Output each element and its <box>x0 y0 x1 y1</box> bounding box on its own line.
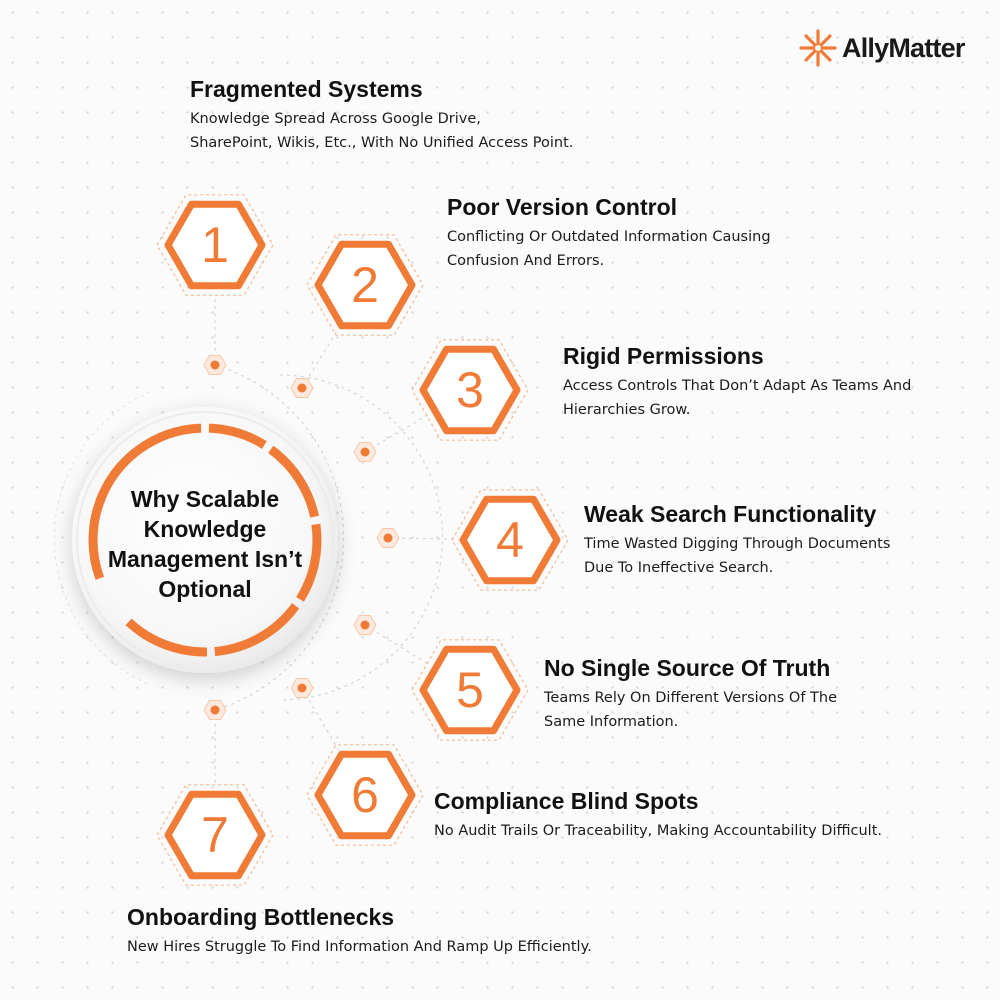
hexagon-number: 3 <box>456 362 484 418</box>
item-description: Conflicting Or Outdated Information Caus… <box>447 225 771 273</box>
connector-node <box>290 678 314 698</box>
hexagon-marker-1: 1 <box>156 194 274 296</box>
item-onboarding-bottlenecks: Onboarding Bottlenecks New Hires Struggl… <box>127 903 592 959</box>
item-rigid-permissions: Rigid Permissions Access Controls That D… <box>563 342 911 422</box>
brand-name: AllyMatter <box>842 32 965 63</box>
item-description: Knowledge Spread Across Google Drive, Sh… <box>190 107 573 155</box>
hexagon-number: 2 <box>351 257 379 313</box>
item-fragmented-systems: Fragmented Systems Knowledge Spread Acro… <box>190 75 573 155</box>
brand-logo: AllyMatter <box>798 28 965 68</box>
connector-line <box>301 687 341 753</box>
item-poor-version-control: Poor Version Control Conflicting Or Outd… <box>447 193 771 273</box>
connector-line <box>364 624 428 665</box>
item-description-line: Due To Ineffective Search. <box>584 560 774 576</box>
connector-lines <box>214 295 461 785</box>
ring-segment <box>208 423 267 449</box>
hexagon-marker-2: 2 <box>306 234 424 336</box>
item-description: No Audit Trails Or Traceability, Making … <box>434 819 882 843</box>
hexagon-marker-6: 6 <box>306 744 424 846</box>
item-description-line: Same Information. <box>544 714 679 730</box>
ring-segment <box>125 618 208 657</box>
center-orange-ring <box>88 423 322 657</box>
connector-node <box>290 378 314 398</box>
hexagon-marker-4: 4 <box>451 489 569 591</box>
connector-node <box>203 355 227 375</box>
item-description-line: Hierarchies Grow. <box>563 402 691 418</box>
item-title: Weak Search Functionality <box>584 501 877 527</box>
item-description-line: Time Wasted Digging Through Documents <box>584 536 891 552</box>
hexagon-number: 4 <box>496 512 524 568</box>
hexagon-number: 7 <box>201 807 229 863</box>
left-dashed-arc <box>53 391 151 686</box>
hexagon-marker-7: 7 <box>156 784 274 886</box>
item-title: Rigid Permissions <box>563 343 764 369</box>
connector-node <box>353 615 377 635</box>
ring-segment <box>88 490 108 580</box>
item-description: Time Wasted Digging Through Documents Du… <box>584 532 890 580</box>
ring-segment <box>214 603 300 657</box>
item-description-line: Confusion And Errors. <box>447 253 605 269</box>
item-description-line: Conflicting Or Outdated Information Caus… <box>447 229 771 245</box>
hexagon-markers: 1 2 3 4 5 6 7 <box>156 194 569 886</box>
hexagon-number: 1 <box>201 217 229 273</box>
center-disc <box>72 407 338 673</box>
inner-dashed-arc <box>279 374 444 701</box>
connector-node <box>353 442 377 462</box>
center-title-line: Management Isn’t <box>107 546 303 572</box>
item-description-line: Teams Rely On Different Versions Of The <box>544 690 837 706</box>
item-description-line: Access Controls That Don’t Adapt As Team… <box>563 378 912 394</box>
item-no-single-source-of-truth: No Single Source Of Truth Teams Rely On … <box>544 654 837 734</box>
ring-segment <box>296 523 322 602</box>
item-description-line: Knowledge Spread Across Google Drive, <box>190 111 481 127</box>
connector-line <box>364 414 428 453</box>
item-description-line: No Audit Trails Or Traceability, Making … <box>434 823 882 839</box>
connector-line <box>387 537 461 540</box>
connector-nodes <box>203 355 400 720</box>
center-title-line: Knowledge <box>143 516 267 542</box>
item-title: Onboarding Bottlenecks <box>127 904 395 930</box>
item-description-line: New Hires Struggle To Find Information A… <box>127 939 592 955</box>
center-title: Why Scalable Knowledge Management Isn’t … <box>90 484 320 604</box>
item-title: Compliance Blind Spots <box>434 788 699 814</box>
ring-segment <box>268 445 320 518</box>
starburst-icon <box>799 29 837 67</box>
item-weak-search-functionality: Weak Search Functionality Time Wasted Di… <box>584 500 890 580</box>
hexagon-marker-3: 3 <box>411 339 529 441</box>
center-title-line: Why Scalable <box>130 486 280 512</box>
connector-node <box>203 700 227 720</box>
ring-segment <box>95 423 202 504</box>
connector-node <box>376 528 400 548</box>
item-description: Access Controls That Don’t Adapt As Team… <box>563 374 911 422</box>
center-title-line: Optional <box>158 576 252 602</box>
item-title: Poor Version Control <box>447 194 678 220</box>
item-description-line: SharePoint, Wikis, Etc., With No Unified… <box>190 135 574 151</box>
item-description: Teams Rely On Different Versions Of The … <box>544 686 837 734</box>
item-description: New Hires Struggle To Find Information A… <box>127 935 592 959</box>
item-compliance-blind-spots: Compliance Blind Spots No Audit Trails O… <box>434 787 882 843</box>
hexagon-marker-5: 5 <box>411 639 529 741</box>
hexagon-number: 6 <box>351 767 379 823</box>
hexagon-number: 5 <box>456 662 484 718</box>
item-title: Fragmented Systems <box>190 76 423 102</box>
item-title: No Single Source Of Truth <box>544 655 831 681</box>
connector-line <box>301 327 340 389</box>
